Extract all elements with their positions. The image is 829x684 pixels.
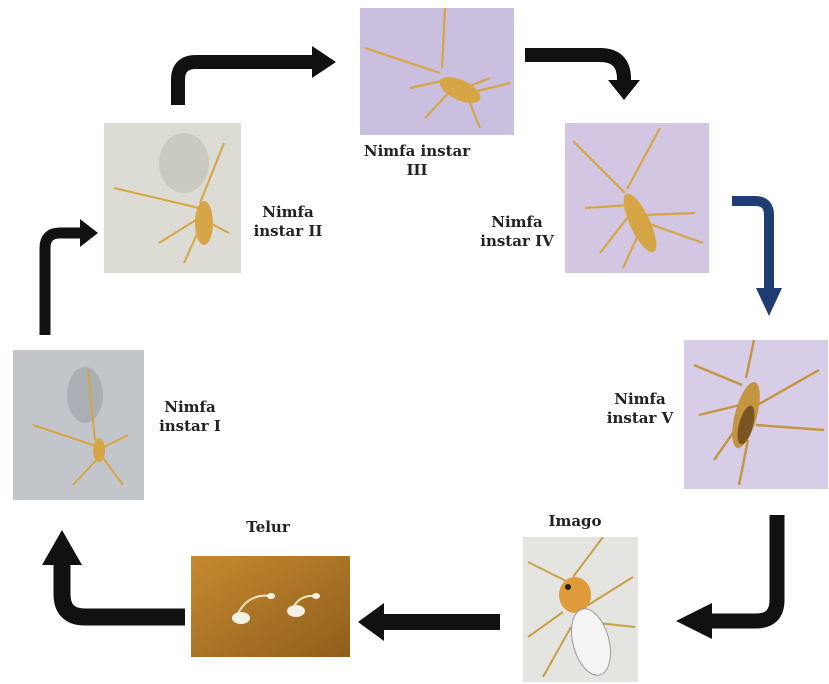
label-nymph-instar-4: Nimfa instar IV (472, 213, 562, 251)
label-line: instar II (248, 222, 328, 241)
arrow-nymph4-to-nymph5 (732, 201, 769, 290)
label-nymph-instar-2: Nimfa instar II (248, 203, 328, 241)
arrowhead-nymph5 (756, 288, 782, 316)
label-line: Nimfa (248, 203, 328, 222)
label-line: instar I (150, 417, 230, 436)
arrow-nymph3-to-nymph4 (525, 55, 624, 83)
label-nymph-instar-3: Nimfa instar III (362, 142, 472, 180)
label-line: instar V (598, 409, 682, 428)
label-nymph-instar-5: Nimfa instar V (598, 390, 682, 428)
arrow-nymph5-to-imago (712, 515, 777, 621)
arrowhead-nymph4 (608, 80, 640, 100)
arrow-egg-to-nymph1 (62, 565, 185, 617)
arrowhead-egg (358, 603, 384, 641)
label-line: III (362, 161, 472, 180)
label-line: Nimfa (150, 398, 230, 417)
label-line: Imago (540, 512, 610, 531)
label-line: Telur (238, 518, 298, 537)
label-line: Nimfa (472, 213, 562, 232)
label-nymph-instar-1: Nimfa instar I (150, 398, 230, 436)
arrow-nymph2-to-nymph3 (178, 62, 312, 105)
arrowhead-imago (676, 603, 712, 639)
label-line: Nimfa (598, 390, 682, 409)
label-line: Nimfa instar (362, 142, 472, 161)
arrow-nymph1-to-nymph2 (45, 233, 80, 335)
label-imago: Imago (540, 512, 610, 531)
label-line: instar IV (472, 232, 562, 251)
arrowhead-nymph2 (80, 219, 98, 247)
label-egg: Telur (238, 518, 298, 537)
arrowhead-nymph3 (312, 46, 336, 78)
arrowhead-nymph1 (42, 530, 82, 565)
